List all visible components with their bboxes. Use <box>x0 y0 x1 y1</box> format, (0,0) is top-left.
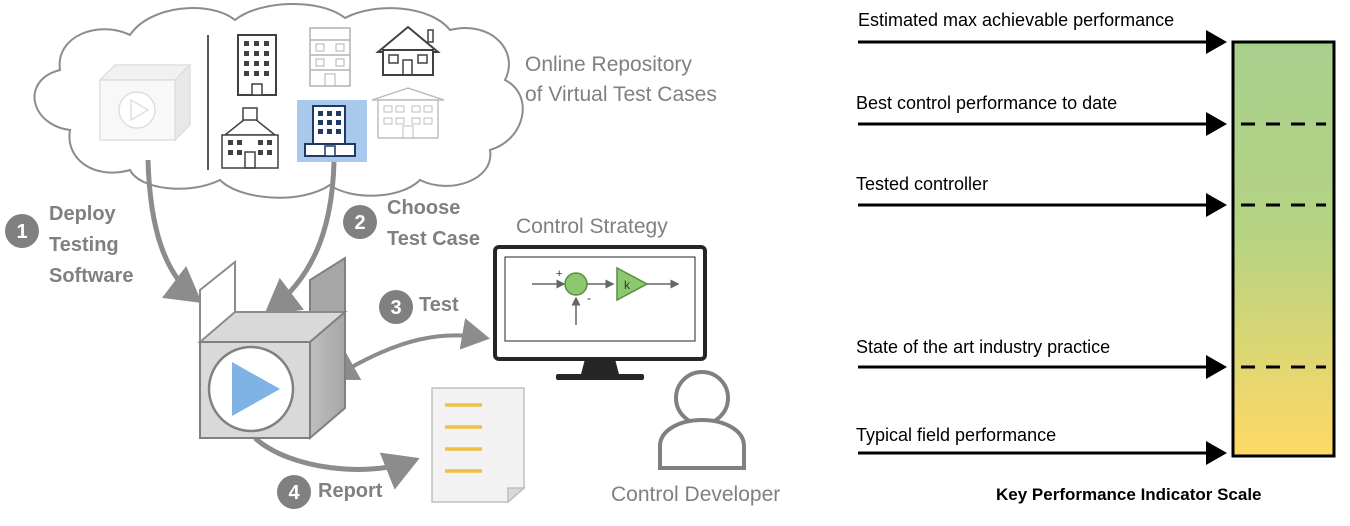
selected-building-icon <box>297 100 367 162</box>
building-icon <box>237 34 277 96</box>
monitor-icon <box>493 245 707 380</box>
faded-play-cube-icon <box>98 63 192 142</box>
kpi-level-label: Typical field performance <box>856 425 1056 445</box>
house-icon <box>375 25 441 76</box>
testing-software-box-icon <box>197 256 348 441</box>
kpi-scale: Estimated max achievable performance Bes… <box>856 10 1336 504</box>
kpi-scale-bar <box>1231 40 1336 458</box>
step-2-line2: Test Case <box>387 228 480 250</box>
step-1-number: 1 <box>16 221 27 243</box>
control-developer-label: Control Developer <box>611 483 780 506</box>
step-2-badge <box>343 205 377 239</box>
building-icon <box>309 27 351 87</box>
person-icon <box>658 370 746 470</box>
step-3: 3 Test <box>379 290 459 324</box>
kpi-level-label: Tested controller <box>856 174 988 194</box>
summing-junction-icon <box>564 272 588 296</box>
deploy-arrow <box>145 159 202 304</box>
repository-label-line1: Online Repository <box>525 53 692 76</box>
gain-block-icon <box>616 266 649 302</box>
minus-sign: - <box>587 291 591 305</box>
choose-arrow <box>264 161 337 316</box>
step-1-line2: Testing <box>49 234 119 256</box>
step-3-number: 3 <box>390 297 401 319</box>
step-3-badge <box>379 290 413 324</box>
step-4-badge <box>277 475 311 509</box>
step-1-badge <box>5 214 39 248</box>
control-block-diagram: + - k <box>532 266 680 325</box>
gain-label: k <box>624 278 631 292</box>
plus-sign: + <box>556 268 562 280</box>
building-icon <box>221 107 279 169</box>
step-2: 2 Choose Test Case <box>343 197 480 250</box>
kpi-level-label: Best control performance to date <box>856 93 1117 113</box>
step-1-line3: Software <box>49 265 133 287</box>
house-icon <box>371 87 445 139</box>
step-2-number: 2 <box>354 212 365 234</box>
kpi-title: Key Performance Indicator Scale <box>996 485 1262 504</box>
step-4: 4 Report <box>277 475 383 509</box>
report-arrow <box>253 436 420 490</box>
step-4-number: 4 <box>288 482 300 504</box>
report-document-icon <box>431 387 526 504</box>
step-2-line1: Choose <box>387 197 460 219</box>
repository-label-line2: of Virtual Test Cases <box>525 83 717 106</box>
test-arrow <box>329 318 490 381</box>
control-strategy-label: Control Strategy <box>516 215 668 238</box>
kpi-level-label: State of the art industry practice <box>856 337 1110 357</box>
play-icon <box>232 362 280 416</box>
step-4-label: Report <box>318 480 383 502</box>
step-3-label: Test <box>419 294 459 316</box>
step-1: 1 Deploy Testing Software <box>5 203 133 287</box>
step-1-line1: Deploy <box>49 203 117 225</box>
kpi-level-label: Estimated max achievable performance <box>858 10 1174 30</box>
